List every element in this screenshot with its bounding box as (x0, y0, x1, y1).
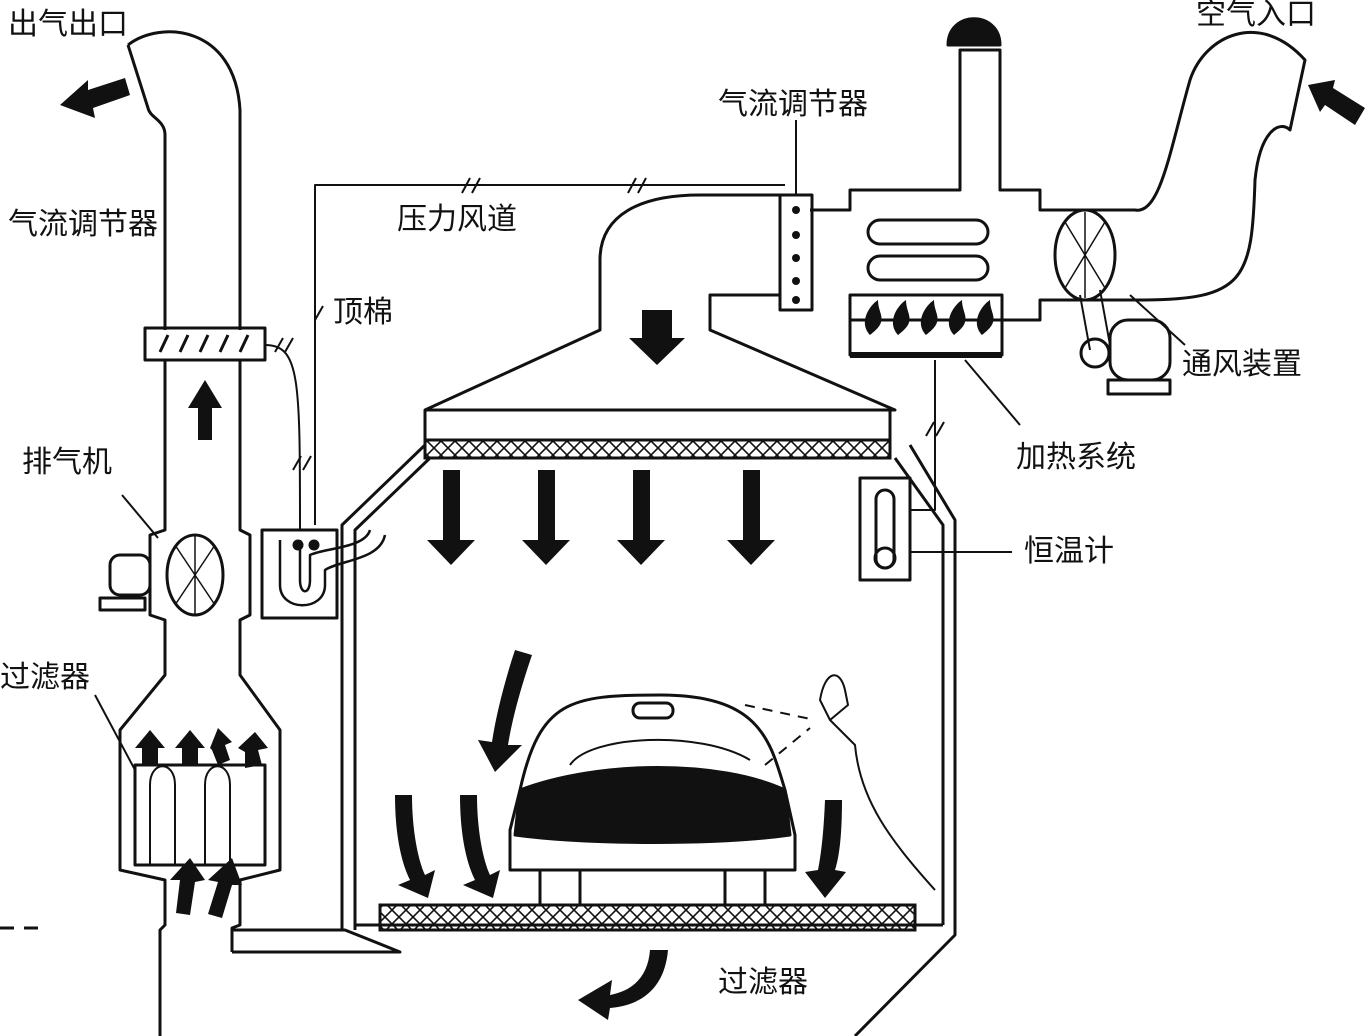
arrow-stack-up (188, 380, 222, 440)
booth-inner-right (893, 457, 945, 925)
label-thermostat: 恒温计 (1024, 534, 1114, 569)
exhaust-stack-lower (118, 360, 282, 1036)
floor-filter (378, 903, 917, 932)
label-air-inlet: 空气入口 (1196, 0, 1316, 32)
pressure-duct-line (314, 184, 785, 525)
ceiling-filter (423, 438, 892, 460)
heater-housing (810, 31, 1307, 322)
left-filter-pack (133, 763, 267, 867)
booth-right-wall (853, 444, 957, 1036)
label-top-damper: 气流调节器 (718, 87, 868, 122)
dome (946, 17, 1002, 47)
label-left-filter: 过滤器 (0, 660, 90, 695)
booth-left-wall (340, 193, 780, 930)
airflow-arrows (60, 78, 1365, 1020)
stack-base (232, 928, 402, 954)
arrow-inlet (1308, 80, 1365, 125)
label-heating: 加热系统 (1016, 440, 1136, 475)
vent-fan-wheel (1053, 208, 1117, 302)
thermostat-box (858, 476, 912, 582)
booth-inner-left (353, 456, 432, 930)
burner-flames (864, 300, 994, 335)
label-ventilation: 通风装置 (1182, 347, 1302, 382)
car-body (508, 693, 797, 872)
arrow-outlet (60, 78, 130, 118)
label-top-cotton: 顶棉 (333, 295, 393, 330)
arrow-plenum-down (629, 310, 685, 365)
plenum-right (708, 293, 897, 412)
label-exhaust-fan: 排气机 (22, 445, 112, 480)
exhaust-stack-outer (126, 30, 242, 330)
label-outlet: 出气出口 (8, 7, 128, 42)
label-bottom-filter: 过滤器 (718, 965, 808, 1000)
label-pressure-duct: 压力风道 (397, 202, 517, 237)
spray-gun (819, 674, 936, 891)
label-left-damper: 气流调节器 (8, 207, 158, 242)
